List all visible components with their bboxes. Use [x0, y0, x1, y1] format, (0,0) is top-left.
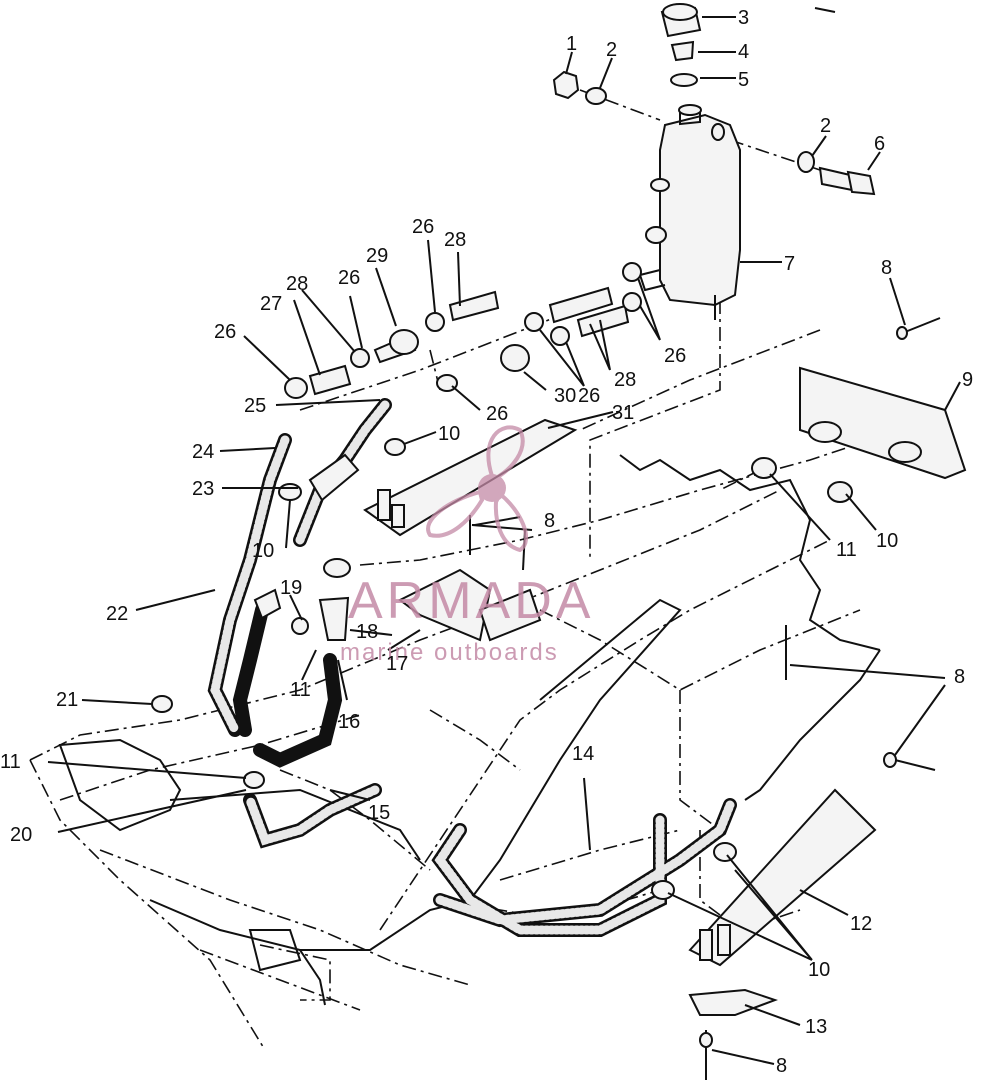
label-2: 2: [606, 39, 617, 61]
label-29: 29: [366, 245, 388, 267]
label-9: 9: [962, 369, 973, 391]
label-11: 11: [0, 751, 21, 773]
fasteners-top: [552, 70, 876, 196]
mounting-bracket: [799, 7, 967, 480]
label-30: 30: [554, 385, 576, 407]
label-18: 18: [356, 621, 378, 643]
label-8: 8: [881, 257, 892, 279]
callout-labels: 1 2 2 3 4 5 6 7 8 8 8 8 9 10 10 10 10 11…: [0, 7, 973, 1077]
label-22: 22: [106, 603, 128, 625]
label-1: 1: [566, 33, 577, 55]
label-8: 8: [954, 666, 965, 688]
label-28: 28: [614, 369, 636, 391]
watermark-tagline: marine outboards: [340, 639, 559, 666]
fuel-fittings: [284, 262, 642, 399]
label-12: 12: [850, 913, 872, 935]
label-26: 26: [338, 267, 360, 289]
label-26: 26: [486, 403, 508, 425]
label-14: 14: [572, 743, 594, 765]
label-27: 27: [260, 293, 282, 315]
label-10: 10: [876, 530, 898, 552]
label-10: 10: [808, 959, 830, 981]
label-8: 8: [776, 1055, 787, 1077]
label-26: 26: [578, 385, 600, 407]
label-20: 20: [10, 824, 32, 846]
label-31: 31: [612, 402, 634, 424]
label-15: 15: [368, 802, 390, 824]
hoses: [207, 398, 737, 937]
label-26: 26: [664, 345, 686, 367]
label-21: 21: [56, 689, 78, 711]
oil-tank: [638, 104, 741, 320]
label-26: 26: [214, 321, 236, 343]
label-17: 17: [386, 653, 408, 675]
label-10: 10: [252, 540, 274, 562]
label-11: 11: [836, 539, 857, 561]
leader-lines: [47, 16, 961, 1065]
rivets: [469, 317, 941, 1080]
label-16: 16: [338, 711, 360, 733]
filler-cap: [660, 3, 702, 87]
label-5: 5: [738, 69, 749, 91]
label-6: 6: [874, 133, 885, 155]
propeller-logo-icon: [426, 425, 528, 553]
label-4: 4: [738, 41, 749, 63]
label-24: 24: [192, 441, 214, 463]
label-3: 3: [738, 7, 749, 29]
label-10: 10: [438, 423, 460, 445]
watermark-brand: ARMADA: [348, 572, 594, 630]
brand-watermark: ARMADA marine outboards: [340, 425, 594, 666]
label-28: 28: [286, 273, 308, 295]
bracket-assembly: [398, 568, 877, 1016]
label-11: 11: [290, 679, 311, 701]
label-7: 7: [784, 253, 795, 275]
hull-outline: [58, 454, 881, 1006]
label-19: 19: [280, 577, 302, 599]
label-23: 23: [192, 478, 214, 500]
label-25: 25: [244, 395, 266, 417]
label-2: 2: [820, 115, 831, 137]
label-13: 13: [805, 1016, 827, 1038]
label-8: 8: [544, 510, 555, 532]
label-28: 28: [444, 229, 466, 251]
label-26: 26: [412, 216, 434, 238]
